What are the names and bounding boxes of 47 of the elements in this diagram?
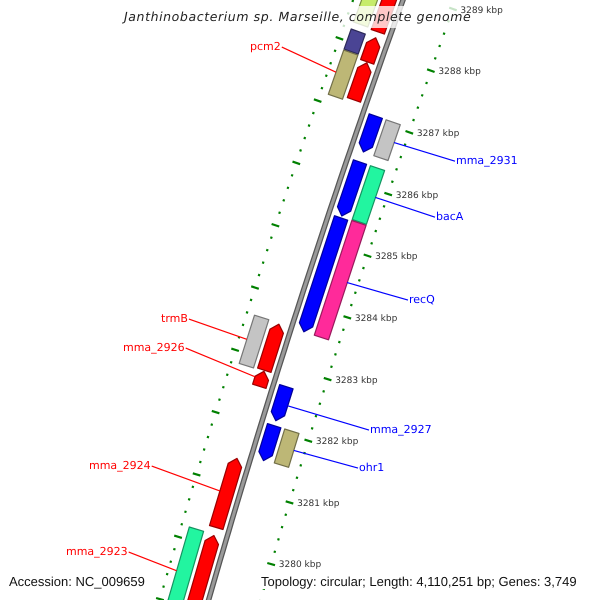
gene-box [373, 119, 401, 162]
gene-feature [298, 215, 348, 332]
gene-feature [208, 458, 242, 530]
gene-label: mma_2931 [456, 154, 518, 167]
leader-line [375, 196, 436, 218]
scale-label: 3283 kbp [335, 376, 378, 386]
scale-label: 3286 kbp [396, 190, 438, 202]
leader-line [188, 318, 247, 340]
leader-line [185, 348, 256, 378]
leader-line [128, 552, 177, 572]
scale-label: 3282 kbp [316, 437, 358, 448]
gene-label: mma_2924 [89, 459, 151, 472]
scale-label: 3280 kbp [278, 560, 322, 572]
genome-info-text: Topology: circular; Length: 4,110,251 bp; Genes: 3,749 [259, 574, 579, 589]
leader-line [346, 282, 408, 301]
gene-feature [270, 384, 294, 422]
gene-label: pcm2 [250, 40, 281, 53]
leader-line [294, 450, 358, 469]
leader-line [394, 142, 456, 162]
accession-text: Accession: NC_009659 [7, 574, 147, 589]
gene-feature [258, 423, 282, 462]
gene-feature [336, 159, 368, 217]
gene-label: ohr1 [359, 461, 384, 474]
scale-label: 3284 kbp [354, 314, 398, 325]
gene-box [352, 165, 386, 225]
gene-box [328, 50, 358, 100]
scale-label: 3285 kbp [375, 252, 418, 264]
gene-feature [252, 370, 270, 389]
gene-label: bacA [436, 210, 464, 223]
gene-label: mma_2927 [370, 423, 432, 436]
gene-feature [360, 37, 380, 65]
gene-box [344, 28, 366, 55]
gene-box [238, 314, 270, 368]
scale-label: 3288 kbp [438, 67, 481, 78]
gene-label: trmB [161, 312, 188, 325]
leader-line [288, 405, 370, 431]
leader-line [152, 466, 220, 492]
gene-feature [346, 62, 372, 103]
scale-label: 3287 kbp [416, 129, 460, 140]
gene-feature [358, 113, 383, 153]
gene-label: mma_2926 [123, 341, 185, 354]
leader-line [282, 46, 336, 73]
gene-label: mma_2923 [66, 545, 128, 558]
gene-label: recQ [409, 293, 435, 306]
gene-box [274, 428, 300, 468]
scale-label: 3281 kbp [297, 498, 340, 510]
gene-feature [257, 324, 284, 373]
